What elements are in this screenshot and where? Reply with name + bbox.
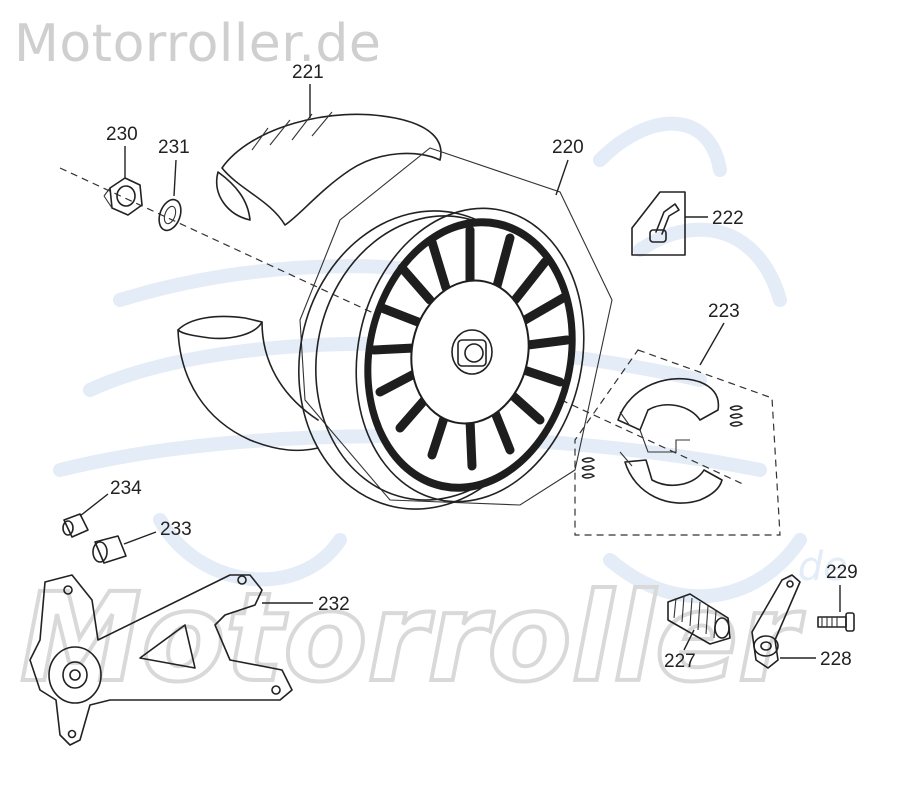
small-bushing xyxy=(62,513,89,538)
part-label-223: 223 xyxy=(708,301,740,322)
watermark-suffix: .de xyxy=(785,544,848,590)
leader-231 xyxy=(173,159,177,197)
part-label-230: 230 xyxy=(106,124,138,145)
watermark-text: Motorroller xyxy=(20,567,805,709)
swing-arm-bracket xyxy=(29,574,293,746)
brake-arm-bolt xyxy=(817,612,855,632)
part-label-231: 231 xyxy=(158,137,190,158)
site-name: Motorroller.de xyxy=(14,14,382,74)
part-label-229: 229 xyxy=(826,562,858,583)
leader-223 xyxy=(699,322,725,366)
leader-227 xyxy=(683,629,695,651)
leader-233 xyxy=(123,531,157,545)
tire xyxy=(177,111,442,452)
part-label-228: 228 xyxy=(820,649,852,670)
part-label-233: 233 xyxy=(160,519,192,540)
leader-234 xyxy=(79,493,109,517)
part-label-220: 220 xyxy=(552,137,584,158)
part-label-232: 232 xyxy=(318,594,350,615)
tire-valve xyxy=(631,191,686,256)
part-label-222: 222 xyxy=(712,208,744,229)
brake-arm xyxy=(751,574,801,669)
part-label-221: 221 xyxy=(292,62,324,83)
leader-220 xyxy=(555,159,569,196)
part-label-234: 234 xyxy=(110,478,142,499)
part-label-227: 227 xyxy=(664,651,696,672)
large-bushing xyxy=(92,535,127,564)
washer xyxy=(158,198,182,232)
brake-shoes xyxy=(574,349,781,536)
axle-nut xyxy=(103,177,143,216)
rim-wheel xyxy=(298,147,613,510)
brake-cam-pin xyxy=(667,593,731,645)
